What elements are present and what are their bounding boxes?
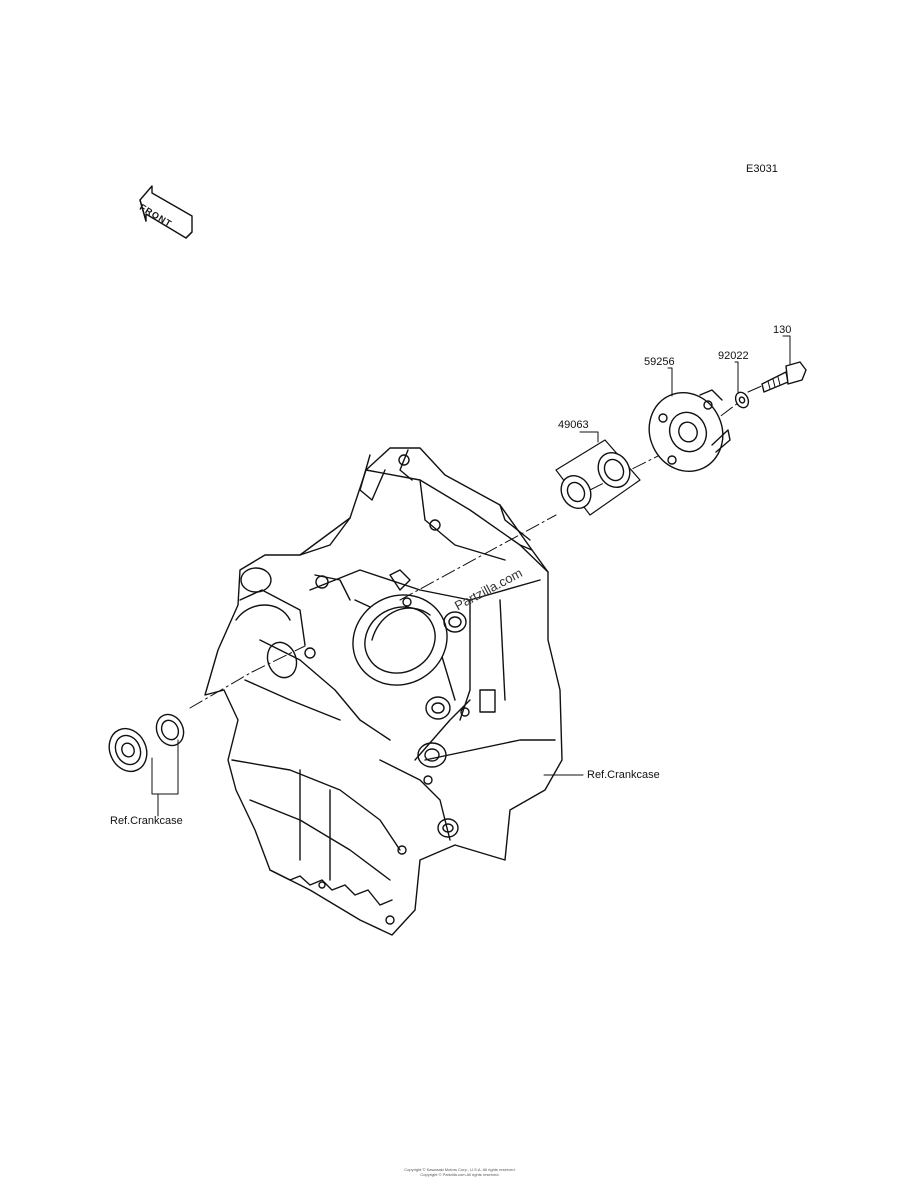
left-bearing [108, 727, 148, 773]
copyright-line-2: Copyright © Partzilla.com All rights res… [420, 1172, 500, 1177]
part-number-59256[interactable]: 59256 [644, 356, 675, 368]
part-59256-cover [648, 389, 731, 473]
leader-lines [151, 335, 791, 817]
part-number-49063[interactable]: 49063 [558, 419, 589, 431]
front-arrow-icon [139, 185, 193, 239]
part-number-130[interactable]: 130 [773, 324, 792, 336]
part-49063-seals [555, 439, 641, 516]
copyright-line-1: Copyright © Kawasaki Motors Corp., U.S.A… [404, 1167, 516, 1172]
left-oil-seal [155, 713, 185, 747]
part-92022-washer [734, 391, 750, 409]
ref-crankcase-right: Ref.Crankcase [587, 769, 660, 781]
part-number-92022[interactable]: 92022 [718, 350, 749, 362]
copyright-notice: Copyright © Kawasaki Motors Corp., U.S.A… [340, 1167, 580, 1177]
part-130-bolt [761, 361, 807, 393]
crankcase-body [204, 447, 563, 936]
figure-code: E3031 [746, 163, 778, 175]
ref-crankcase-left: Ref.Crankcase [110, 815, 183, 827]
